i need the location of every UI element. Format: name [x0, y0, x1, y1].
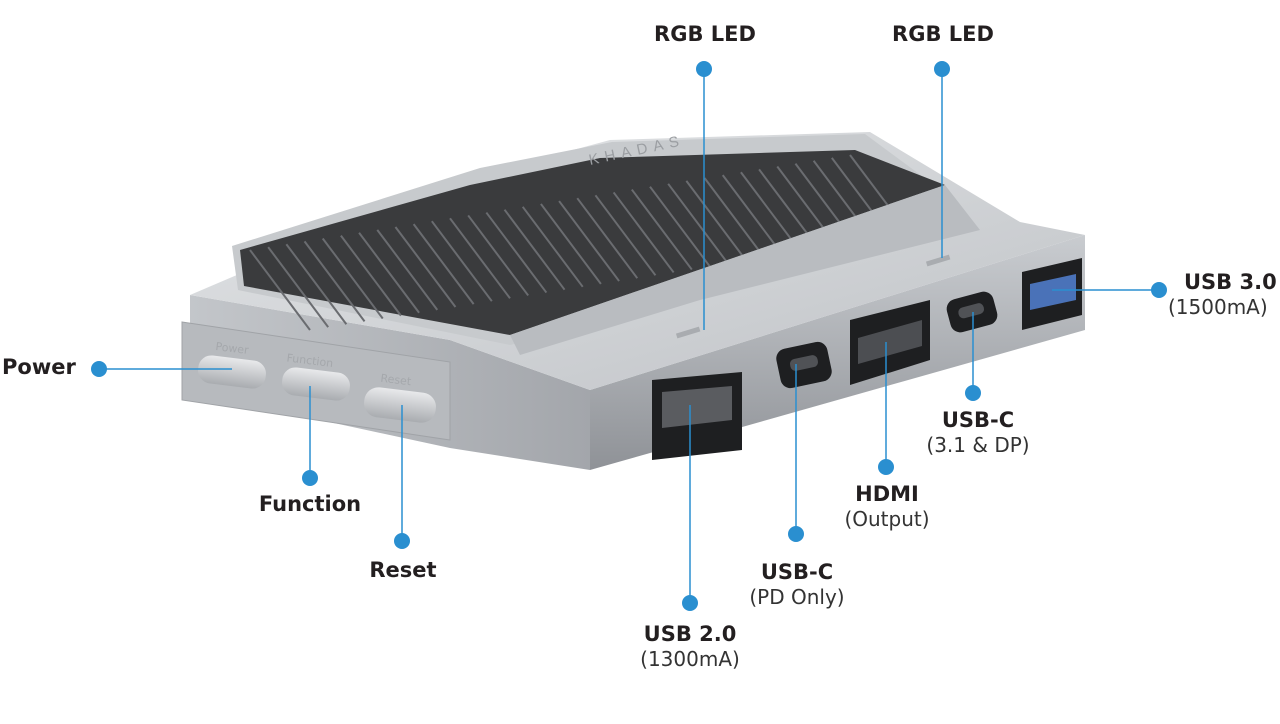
callout-lines [91, 61, 1167, 611]
rgb-led-left-window [675, 326, 701, 339]
heatsink-fin [467, 214, 529, 297]
heatsink-fin [721, 174, 784, 256]
callout-dot-rgb-led-right [934, 61, 950, 77]
heatsink-fin [394, 226, 457, 308]
callout-dot-usb-c-pd [788, 526, 804, 542]
label-usb-c-pd: USB-C (PD Only) [749, 560, 845, 610]
heatsink-fin [431, 220, 493, 302]
label-usb-2-0: USB 2.0 (1300mA) [640, 622, 740, 672]
heatsink-fin [303, 240, 366, 322]
heatsink-fin [249, 249, 311, 331]
heatsink-fin [576, 197, 639, 279]
label-reset: Reset [369, 558, 437, 582]
callout-dot-rgb-led-left [696, 61, 712, 77]
callout-dot-function [302, 470, 318, 486]
heatsink-fin [667, 183, 729, 265]
heatsink-fin [685, 180, 748, 262]
heatsink-fin [612, 191, 675, 274]
heatsink-fin [703, 177, 766, 259]
power-button[interactable] [197, 354, 268, 390]
heatsink-fin [631, 188, 693, 271]
reset-button-engraving: Reset [380, 372, 413, 389]
reset-button[interactable] [362, 386, 437, 425]
heatsink-fin [540, 203, 602, 285]
callout-dot-hdmi [878, 459, 894, 475]
heatsink-fin [321, 237, 384, 320]
hdmi-port [850, 300, 930, 385]
rgb-led-right-window [925, 254, 951, 267]
heatsink-fin [449, 217, 511, 299]
label-power: Power [2, 355, 76, 379]
heatsink-fin [558, 200, 620, 282]
label-hdmi: HDMI (Output) [844, 482, 930, 532]
usb-3-0-port [1022, 258, 1082, 330]
heatsink-fin [521, 206, 584, 288]
usb-2-0-port [652, 372, 742, 460]
function-button[interactable] [281, 366, 352, 402]
heatsink-fin [412, 223, 475, 305]
label-function: Function [258, 492, 362, 516]
usb-c-dp-port [946, 291, 998, 333]
heatsink-fin [340, 235, 402, 317]
usb-c-pd-port [776, 341, 832, 389]
label-rgb-led-right: RGB LED [892, 22, 994, 46]
callout-dot-usb-2-0 [682, 595, 698, 611]
label-usb-3-0: USB 3.0 (1500mA) [1168, 270, 1277, 320]
heatsink-fin [485, 211, 548, 294]
heatsink-bevel [510, 185, 980, 355]
heatsink-fin [649, 186, 711, 268]
heatsink-fin [594, 194, 657, 276]
heatsink-fin [503, 209, 566, 291]
callout-dot-usb-3-0 [1151, 282, 1167, 298]
label-usb-c-dp: USB-C (3.1 & DP) [926, 408, 1030, 458]
label-rgb-led-left: RGB LED [654, 22, 756, 46]
heatsink-fins [240, 150, 945, 335]
heatsink-fin [358, 232, 420, 314]
callout-dot-reset [394, 533, 410, 549]
heatsink-fin [285, 243, 348, 325]
callout-dot-usb-c-dp [965, 385, 981, 401]
function-button-engraving: Function [286, 351, 334, 370]
heatsink-fin [376, 229, 439, 311]
power-button-engraving: Power [215, 340, 250, 357]
callout-dot-power [91, 361, 107, 377]
heatsink-fin [267, 246, 329, 328]
